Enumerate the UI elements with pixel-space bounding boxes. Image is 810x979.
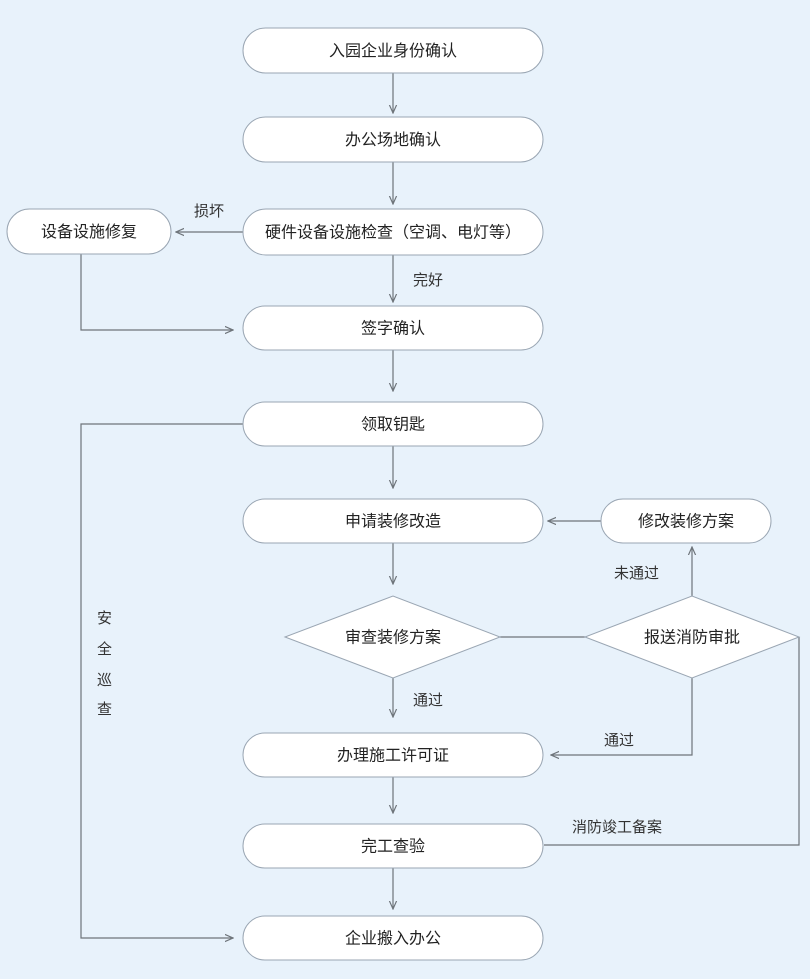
edges: [80, 73, 800, 938]
label-fire-completion-filing: 消防竣工备案: [572, 818, 662, 836]
node-label: 修改装修方案: [638, 512, 734, 531]
edge-fire-to-permit: [551, 678, 693, 755]
node-fire-review: 报送消防审批: [583, 595, 801, 679]
node-label: 领取钥匙: [361, 415, 425, 434]
side-label-safety-patrol: 安 全 巡 查: [97, 609, 112, 718]
node-label: 签字确认: [361, 319, 425, 338]
edge-keys-to-movein: [80, 423, 243, 938]
node-identity-confirm: 入园企业身份确认: [242, 27, 544, 74]
label-passed-review: 通过: [413, 691, 443, 709]
side-label-char: 安: [97, 609, 112, 627]
side-label-char: 巡: [97, 671, 112, 689]
edge-fire-to-completion: [544, 637, 800, 846]
node-label: 设备设施修复: [41, 222, 137, 241]
edge-repair-to-sign: [80, 254, 233, 330]
node-completion-inspection: 完工查验: [242, 823, 544, 869]
node-review-plan: 审查装修方案: [283, 595, 502, 679]
node-site-confirm: 办公场地确认: [242, 116, 544, 163]
node-label: 审查装修方案: [345, 628, 441, 647]
node-label: 硬件设备设施检查（空调、电灯等）: [265, 223, 521, 242]
node-collect-keys: 领取钥匙: [242, 401, 544, 447]
label-passed-fire: 通过: [604, 731, 634, 749]
label-intact: 完好: [413, 271, 443, 289]
label-not-passed: 未通过: [614, 564, 659, 582]
node-construction-permit: 办理施工许可证: [242, 732, 544, 778]
node-label: 办理施工许可证: [337, 746, 449, 765]
label-damaged: 损坏: [194, 202, 224, 220]
node-apply-renovation: 申请装修改造: [242, 498, 544, 544]
node-label: 入园企业身份确认: [329, 41, 457, 60]
node-label: 办公场地确认: [345, 130, 441, 149]
node-facility-repair: 设备设施修复: [6, 208, 172, 255]
node-move-in: 企业搬入办公: [242, 915, 544, 961]
node-hardware-check: 硬件设备设施检查（空调、电灯等）: [242, 208, 544, 256]
node-modify-plan: 修改装修方案: [600, 498, 772, 544]
side-label-char: 全: [97, 640, 112, 658]
node-label: 企业搬入办公: [345, 929, 441, 948]
node-sign-confirm: 签字确认: [242, 305, 544, 351]
node-label: 报送消防审批: [644, 628, 740, 647]
node-label: 申请装修改造: [345, 512, 441, 531]
side-label-char: 查: [97, 700, 112, 718]
node-label: 完工查验: [361, 837, 425, 856]
